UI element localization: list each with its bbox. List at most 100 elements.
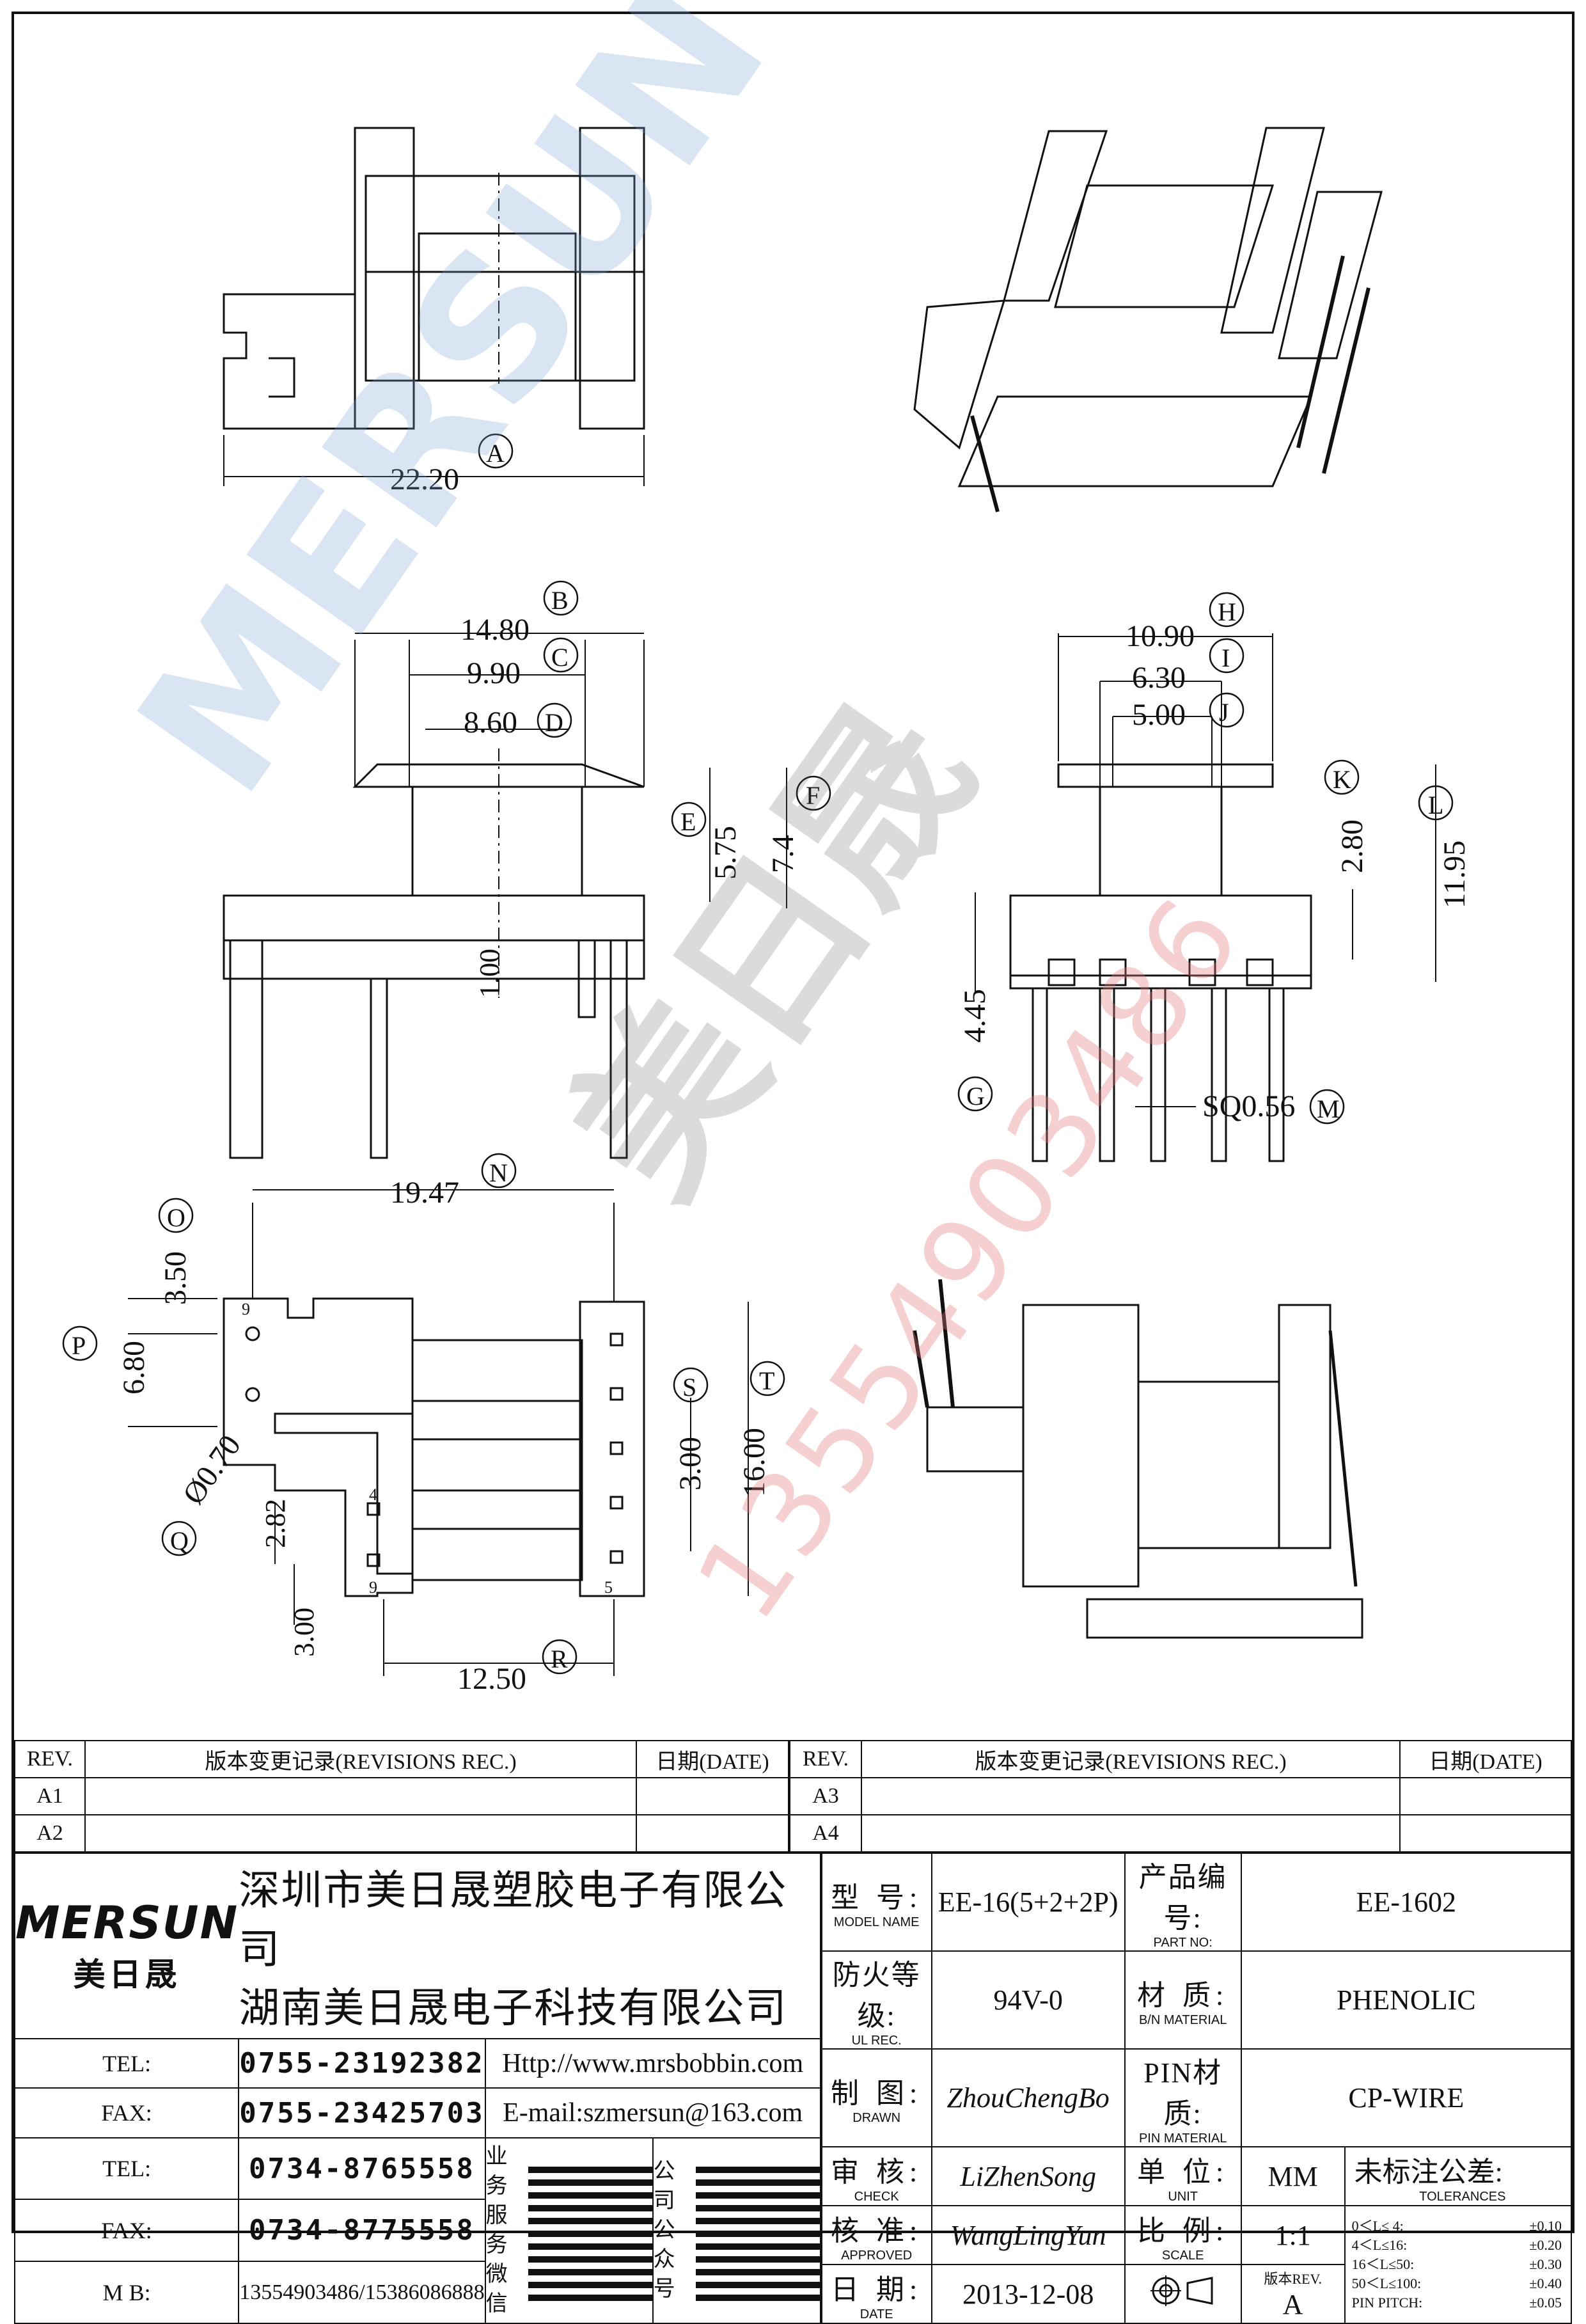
- bottom-view: [128, 1189, 749, 1676]
- fax2-label: FAX:: [13, 2199, 240, 2263]
- rev-col-header: REV.: [14, 1740, 86, 1778]
- dim-S: 3.00: [673, 1437, 707, 1490]
- rev-row-A2: A2: [14, 1814, 86, 1853]
- dim-E: 5.75: [709, 826, 742, 880]
- spec-block: 型 号:MODEL NAME EE-16(5+2+2P) 产品编号:PART N…: [820, 1853, 1573, 2324]
- date-col-header: 日期(DATE): [636, 1740, 789, 1778]
- dim-F: 7.4: [766, 835, 800, 873]
- callout-I: I: [1221, 644, 1230, 672]
- isometric-top: [913, 127, 1383, 512]
- email-link[interactable]: E-mail:szmersun@163.com: [484, 2087, 821, 2138]
- wechat-qr-cell: 业务 服务 微信: [484, 2137, 654, 2324]
- dim-O: 3.50: [159, 1251, 192, 1305]
- date-value: 2013-12-08: [930, 2264, 1126, 2324]
- callout-D: D: [545, 708, 563, 737]
- callout-T: T: [759, 1366, 774, 1395]
- company-name-hunan: 湖南美日晟电子科技有限公司: [239, 1985, 788, 2033]
- callout-H: H: [1218, 597, 1236, 626]
- pin-label-4: 4: [369, 1485, 377, 1504]
- pin-label-9-top: 9: [242, 1300, 250, 1318]
- callout-G: G: [966, 1082, 985, 1111]
- dim-T: 16.00: [737, 1428, 771, 1497]
- material-value: PHENOLIC: [1240, 1950, 1573, 2050]
- technical-drawing: 22.20 A 14.80 9.90 8.60 5.75 7: [62, 127, 1472, 1696]
- model-value: EE-16(5+2+2P): [930, 1853, 1126, 1952]
- record-col-header-right: 版本变更记录(REVISIONS REC.): [861, 1740, 1401, 1778]
- callout-N: N: [489, 1158, 508, 1187]
- wechat-qr-code: [528, 2160, 652, 2301]
- front-view: [223, 633, 787, 1159]
- drawn-by-value: ZhouChengBo: [930, 2048, 1126, 2147]
- dim-I: 6.30: [1132, 661, 1186, 695]
- dim-M: SQ0.56: [1202, 1089, 1295, 1123]
- dim-G: 4.45: [958, 989, 992, 1043]
- callout-F: F: [806, 781, 820, 810]
- dim-A: 22.20: [390, 462, 459, 496]
- logo-cn-text: 美日晟: [73, 1956, 181, 1994]
- company-contact-block: MERSUN 美日晟 深圳市美日晟塑胶电子有限公司 湖南美日晟电子科技有限公司 …: [13, 1852, 821, 2324]
- callout-C: C: [551, 643, 569, 672]
- part-number-value: EE-1602: [1240, 1853, 1573, 1952]
- side-view: [975, 633, 1436, 1162]
- dim-K: 2.80: [1335, 819, 1369, 873]
- callout-Q: Q: [170, 1526, 189, 1555]
- dim-D: 8.60: [464, 706, 517, 739]
- logo-text: MERSUN: [15, 1897, 239, 1950]
- fax1-value: 0755-23425703: [238, 2087, 486, 2138]
- dim-C: 9.90: [467, 656, 521, 690]
- projection-icon: [1150, 2275, 1213, 2306]
- revision-value: A: [1282, 2288, 1303, 2320]
- dim-1-00: 1.00: [474, 949, 505, 998]
- dim-P: 6.80: [117, 1341, 151, 1395]
- dim-N: 19.47: [390, 1176, 459, 1210]
- projection-symbol: [1124, 2264, 1242, 2324]
- tel2-label: TEL:: [13, 2137, 240, 2201]
- mobile-value: 13554903486/15386086888: [238, 2261, 486, 2324]
- callout-L: L: [1428, 791, 1443, 819]
- title-block: REV. 版本变更记录(REVISIONS REC.) 日期(DATE) A1 …: [13, 1740, 1573, 2324]
- tolerance-table: 0＜L≤ 4:±0.10 4＜L≤16:±0.20 16＜L≤50:±0.30 …: [1344, 2205, 1573, 2324]
- website-link[interactable]: Http://www.mrsbobbin.com: [484, 2038, 821, 2089]
- callout-E: E: [680, 807, 696, 836]
- tolerance-label: 未标注公差:: [1354, 2156, 1503, 2188]
- callout-K: K: [1333, 765, 1351, 794]
- rev-row-A3: A3: [789, 1777, 862, 1815]
- company-logo: MERSUN 美日晟: [13, 1852, 239, 2040]
- scale-value: 1:1: [1240, 2205, 1346, 2265]
- dim-2-82: 2.82: [260, 1499, 291, 1548]
- callout-O: O: [167, 1203, 185, 1232]
- tel1-label: TEL:: [13, 2038, 240, 2089]
- pin-material-value: CP-WIRE: [1240, 2048, 1573, 2147]
- rev-col-header-right: REV.: [789, 1740, 862, 1778]
- callout-S: S: [682, 1373, 696, 1402]
- dim-B: 14.80: [460, 613, 530, 647]
- dim-Q: Ø0.70: [177, 1429, 247, 1511]
- revisions-table-right: REV. 版本变更记录(REVISIONS REC.) 日期(DATE) A3 …: [789, 1740, 1572, 1853]
- tel1-value: 0755-23192382: [238, 2038, 486, 2089]
- rev-row-A1: A1: [14, 1777, 86, 1815]
- record-col-header: 版本变更记录(REVISIONS REC.): [84, 1740, 637, 1778]
- callout-R: R: [551, 1645, 568, 1673]
- dim-J: 5.00: [1132, 698, 1186, 732]
- approved-by-value: WangLingYun: [930, 2205, 1126, 2265]
- callout-P: P: [72, 1331, 86, 1360]
- ul-rating-value: 94V-0: [930, 1950, 1126, 2050]
- pin-label-5: 5: [604, 1578, 613, 1597]
- fax2-value: 0734-8775558: [238, 2199, 486, 2263]
- dim-3-00-left: 3.00: [288, 1608, 320, 1657]
- callout-B: B: [551, 586, 569, 615]
- checked-by-value: LiZhenSong: [930, 2146, 1126, 2206]
- callout-A: A: [486, 439, 505, 468]
- dim-H: 10.90: [1126, 619, 1195, 653]
- dim-L: 11.95: [1438, 841, 1472, 908]
- pin-label-9-bottom: 9: [369, 1578, 377, 1597]
- callout-M: M: [1317, 1095, 1340, 1123]
- public-qr-cell: 公司 公众 号: [652, 2137, 821, 2324]
- isometric-bottom: [913, 1279, 1363, 1639]
- date-col-header-right: 日期(DATE): [1399, 1740, 1572, 1778]
- mobile-label: M B:: [13, 2261, 240, 2324]
- callout-J: J: [1219, 698, 1229, 727]
- public-account-qr-code: [695, 2160, 820, 2301]
- unit-value: MM: [1240, 2146, 1346, 2206]
- company-name-shenzhen: 深圳市美日晟塑胶电子有限公司: [239, 1867, 788, 1974]
